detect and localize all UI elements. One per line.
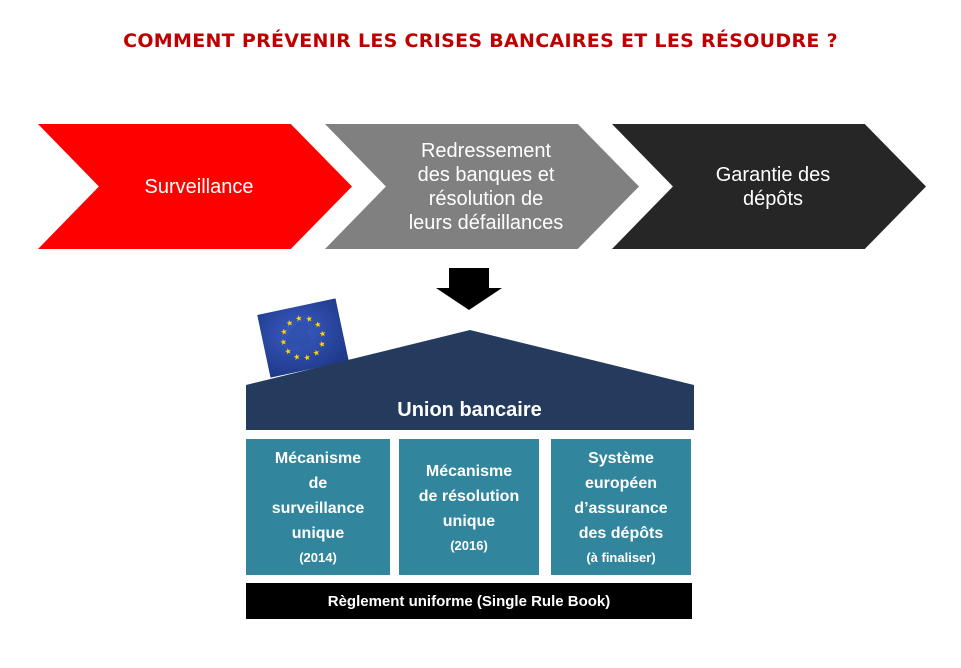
- pillar-title: Système européen d’assurance des dépôts: [574, 450, 668, 542]
- flag-star: [313, 349, 320, 356]
- flag-star: [286, 320, 293, 327]
- single-rule-book-base: Règlement uniforme (Single Rule Book): [246, 583, 692, 619]
- eu-flag-icon: [257, 298, 349, 378]
- step-surveillance-label: Surveillance: [144, 175, 254, 198]
- flag-star: [303, 354, 310, 361]
- pillar-title: Mécanisme de surveillance unique: [271, 450, 365, 542]
- flag-star: [284, 348, 291, 355]
- step-resolution-label: Redressement des banques et résolution d…: [408, 139, 564, 234]
- arrow-down-icon: [436, 268, 502, 310]
- pillar-note: (à finaliser): [586, 550, 656, 565]
- pillar-title: Mécanisme de résolution unique: [418, 462, 520, 530]
- pillar-note: (2016): [450, 537, 488, 553]
- roof-banner: [246, 330, 694, 430]
- pillar-note: (2014): [299, 550, 337, 565]
- page-title: COMMENT PRÉVENIR LES CRISES BANCAIRES ET…: [123, 30, 838, 52]
- pillar-deposit-insurance: Système européen d’assurance des dépôts …: [551, 439, 691, 575]
- banking-union-label: Union bancaire: [397, 399, 542, 421]
- flag-star: [319, 330, 326, 337]
- flag-star: [280, 328, 287, 335]
- step-deposit-guarantee-label: Garantie des dépôts: [715, 163, 831, 210]
- base-label: Règlement uniforme (Single Rule Book): [327, 592, 611, 610]
- flag-star: [318, 341, 325, 348]
- step-resolution: Redressement des banques et résolution d…: [325, 124, 639, 249]
- pillar-supervision: Mécanisme de surveillance unique (2014): [246, 439, 390, 575]
- flag-star: [306, 315, 312, 322]
- step-surveillance: Surveillance: [38, 124, 352, 249]
- flag-star: [280, 339, 287, 346]
- flag-star: [314, 321, 321, 328]
- step-deposit-guarantee: Garantie des dépôts: [612, 124, 926, 249]
- flag-star: [293, 353, 300, 360]
- pillar-resolution: Mécanisme de résolution unique (2016): [399, 439, 539, 575]
- flag-star: [295, 315, 302, 322]
